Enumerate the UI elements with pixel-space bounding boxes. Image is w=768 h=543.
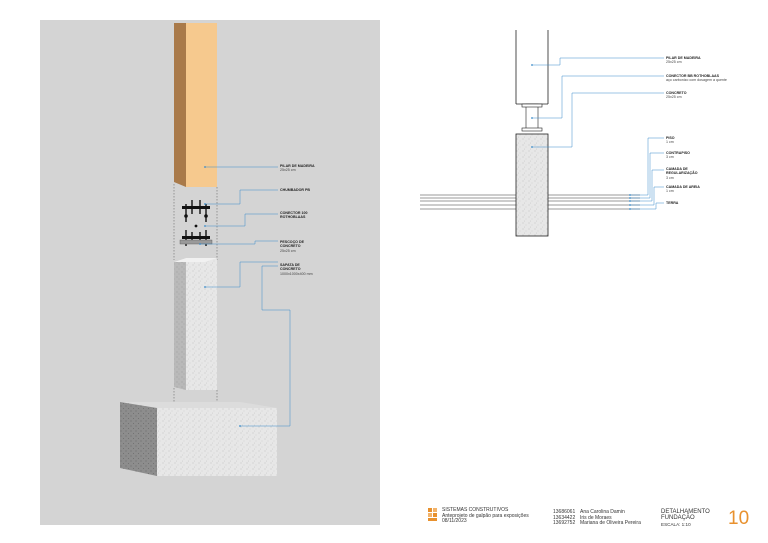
section-concrete-column <box>515 133 549 237</box>
page-number: 10 <box>728 508 750 529</box>
logo-icon <box>428 508 437 521</box>
title-block-project: SISTEMAS CONSTRUTIVOS Anteprojeto de gal… <box>442 507 529 525</box>
hidden-lines <box>173 184 218 402</box>
title-block-ids: 13686061 13634422 13692752 <box>553 509 576 527</box>
label-chumbador: CHUMBADOR PB <box>280 188 310 192</box>
section-connector <box>521 103 543 132</box>
section-wood-pillar <box>515 30 549 105</box>
wood-pillar <box>174 23 217 187</box>
section-floor-layers <box>420 194 640 210</box>
title-block-sheet: DETALHAMENTO FUNDAÇÃO <box>661 509 710 522</box>
label-r-terra: TERRA <box>666 201 679 205</box>
connector-hardware <box>179 200 213 246</box>
title-block-scale: ESCALA: 1:10 <box>661 522 691 527</box>
concrete-footing <box>120 402 277 476</box>
left-leaders <box>200 166 291 427</box>
concrete-neck <box>174 258 217 390</box>
title-block-names: Ana Carolina Damin Iris de Moraes Marian… <box>580 509 641 527</box>
right-leaders <box>532 57 664 210</box>
